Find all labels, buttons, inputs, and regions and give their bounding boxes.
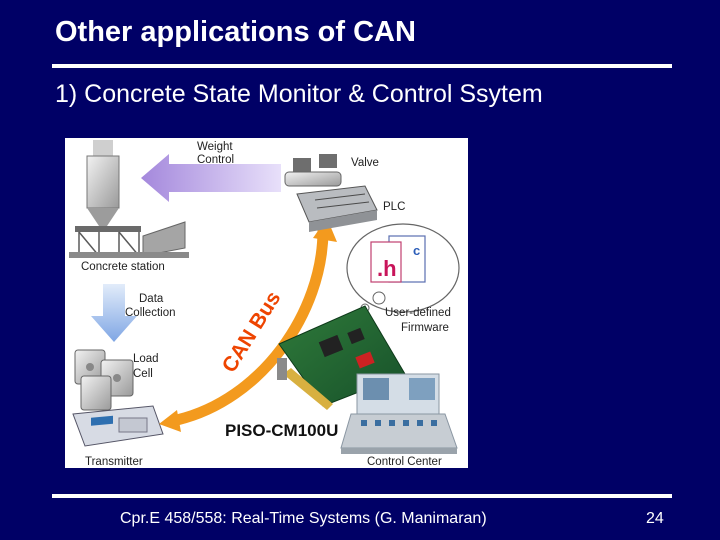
footer-text: Cpr.E 458/558: Real-Time Systems (G. Man… (120, 510, 487, 528)
label-concrete-station: Concrete station (81, 261, 165, 273)
load-cell-image (75, 350, 133, 410)
valve-image (285, 154, 341, 186)
label-data: Data (139, 293, 164, 305)
plc-image (297, 186, 377, 232)
can-system-figure: Concrete station Weight Control Data Col… (65, 138, 468, 468)
label-user-defined: User-defined (385, 307, 451, 319)
label-control: Control (197, 154, 234, 166)
label-transmitter: Transmitter (85, 456, 143, 468)
firmware-cloud (347, 224, 459, 312)
concrete-station-image (69, 140, 189, 258)
label-load: Load (133, 353, 159, 365)
control-center-image (341, 374, 457, 454)
label-file-h: .h (377, 256, 397, 281)
label-file-c: c (413, 243, 420, 258)
slide-title: Other applications of CAN (55, 16, 416, 49)
label-plc: PLC (383, 201, 405, 213)
slide-subtitle: 1) Concrete State Monitor & Control Ssyt… (55, 80, 543, 109)
footer-divider (52, 494, 672, 498)
title-divider (52, 64, 672, 68)
figure-diagram: Concrete station Weight Control Data Col… (65, 138, 468, 468)
label-firmware: Firmware (401, 322, 449, 334)
page-number: 24 (646, 510, 664, 528)
label-valve: Valve (351, 157, 379, 169)
label-weight: Weight (197, 141, 233, 153)
label-cell: Cell (133, 368, 153, 380)
label-piso-card: PISO-CM100U (225, 421, 338, 440)
label-collection: Collection (125, 307, 176, 319)
label-control-center: Control Center (367, 456, 442, 468)
transmitter-image (73, 406, 163, 446)
